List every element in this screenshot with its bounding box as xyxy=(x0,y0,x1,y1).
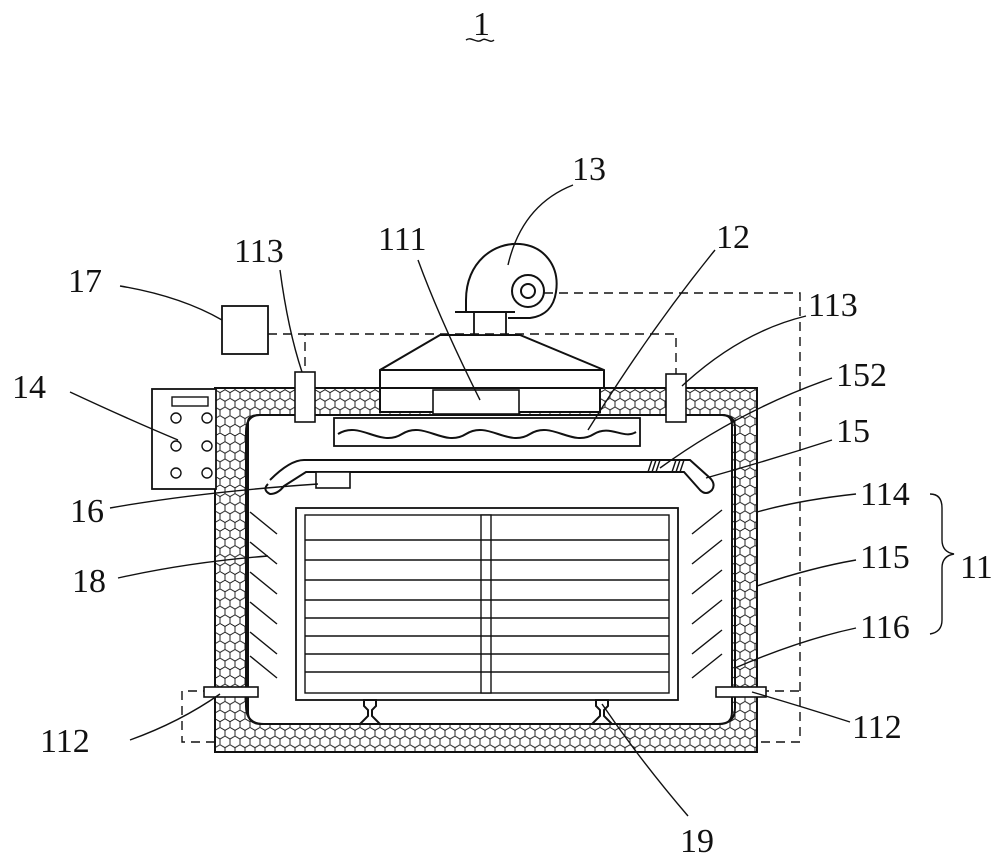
label-112-left: 112 xyxy=(40,723,90,760)
rack-divider xyxy=(481,515,491,693)
dashed-duct-left xyxy=(182,691,215,742)
label-12: 12 xyxy=(716,219,750,256)
label-16: 16 xyxy=(70,493,104,530)
sensor-113-right xyxy=(666,374,686,422)
control-display xyxy=(172,397,208,406)
hood-neck xyxy=(474,312,506,335)
nozzle-152 xyxy=(648,460,684,472)
airflow-deflectors-right xyxy=(692,510,722,678)
label-113-right: 113 xyxy=(808,287,858,324)
top-opening-111 xyxy=(433,390,519,414)
label-13: 13 xyxy=(572,151,606,188)
figure-number-label: 1 xyxy=(473,6,490,43)
label-14: 14 xyxy=(12,369,46,406)
label-112-right: 112 xyxy=(852,709,902,746)
device-box-17 xyxy=(222,306,268,354)
label-113-left: 113 xyxy=(234,233,284,270)
fan-rotor xyxy=(512,275,544,307)
label-17: 17 xyxy=(68,263,102,300)
label-15: 15 xyxy=(836,413,870,450)
leader-lines xyxy=(70,185,954,816)
label-116: 116 xyxy=(860,609,910,646)
airflow-deflectors-left xyxy=(250,512,277,678)
sensor-113-left xyxy=(295,372,315,422)
label-115: 115 xyxy=(860,539,910,576)
dashed-wire-top-right xyxy=(305,334,676,374)
outlet-112-right xyxy=(716,687,766,697)
heater-plate xyxy=(334,418,640,446)
hood xyxy=(380,335,604,388)
rail-right xyxy=(592,700,612,724)
outlet-112-left xyxy=(204,687,258,697)
label-111: 111 xyxy=(378,221,426,258)
label-152: 152 xyxy=(836,357,887,394)
label-19: 19 xyxy=(680,823,714,860)
label-11: 11 xyxy=(960,549,993,586)
fan-hub xyxy=(521,284,535,298)
rail-left xyxy=(360,700,380,724)
pump-16 xyxy=(316,472,350,488)
label-18: 18 xyxy=(72,563,106,600)
label-114: 114 xyxy=(860,476,910,513)
